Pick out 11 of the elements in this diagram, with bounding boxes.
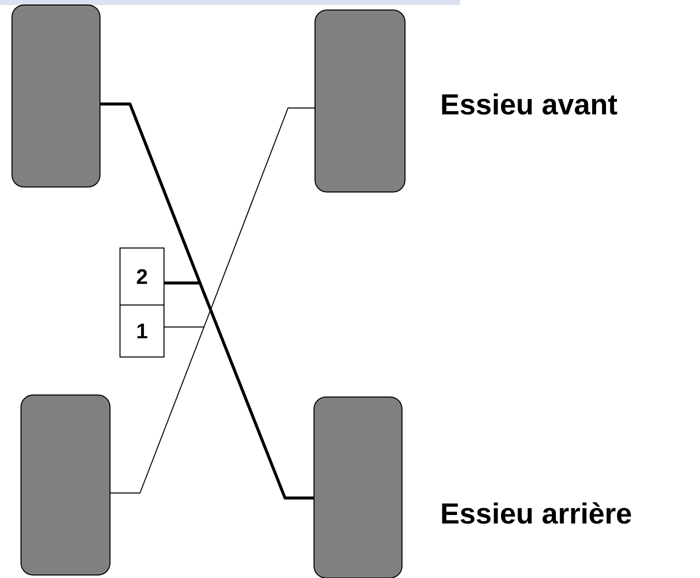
brake-line [100,102,202,284]
axle-label: Essieu arrière [442,502,632,524]
wheel [12,4,100,188]
axle-label: Essieu avant [442,93,618,115]
wheel [314,396,402,578]
wheel [314,10,406,192]
brake-line [110,326,204,494]
wheel [20,394,110,576]
circuit-box: 1 [120,304,164,358]
circuit-box: 2 [120,248,164,306]
brake-line [164,282,314,500]
